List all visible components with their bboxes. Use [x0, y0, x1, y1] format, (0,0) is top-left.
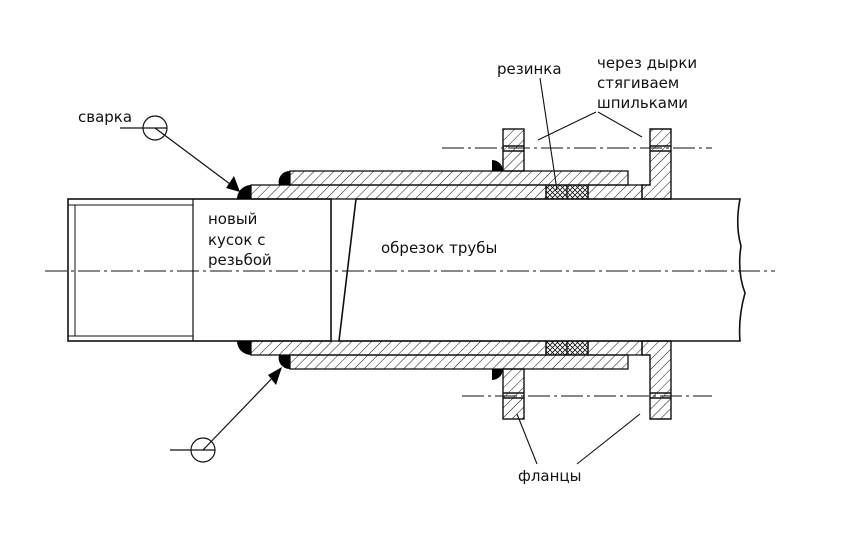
studs-leader-1 — [537, 111, 597, 141]
pipe-cut — [338, 198, 746, 342]
threaded-nipple — [67, 198, 332, 342]
weld-leader-top — [120, 115, 240, 192]
studs-leader-2 — [597, 111, 643, 138]
new-piece-label-line-1: новый — [208, 210, 257, 228]
flanges-leader-2 — [576, 413, 641, 465]
studs-note-line-2: стягиваем — [597, 74, 679, 92]
pipe-cut-label: обрезок трубы — [381, 239, 497, 257]
rubber-label: резинка — [497, 60, 562, 78]
right-flange — [641, 128, 672, 420]
flanges-label: фланцы — [518, 467, 581, 485]
studs-note-label: через дырки стягиваем шпильками — [597, 54, 702, 112]
weld-leader-bottom — [170, 367, 282, 463]
rubber-leader — [539, 77, 558, 191]
inner-sleeve — [250, 184, 547, 356]
new-piece-label: новый кусок с резьбой — [208, 210, 272, 269]
studs-note-line-3: шпильками — [597, 94, 688, 112]
rubber-seal — [545, 184, 589, 356]
new-piece-label-line-2: кусок с — [208, 231, 265, 249]
studs-note-line-1: через дырки — [597, 54, 697, 72]
weld-label: сварка — [78, 108, 132, 126]
weld-beads — [237, 160, 503, 380]
flanges-leader-1 — [516, 413, 538, 465]
seal-sleeve — [587, 184, 643, 356]
new-piece-label-line-3: резьбой — [208, 251, 272, 269]
outer-sleeve — [289, 170, 629, 370]
left-flange — [502, 128, 525, 420]
